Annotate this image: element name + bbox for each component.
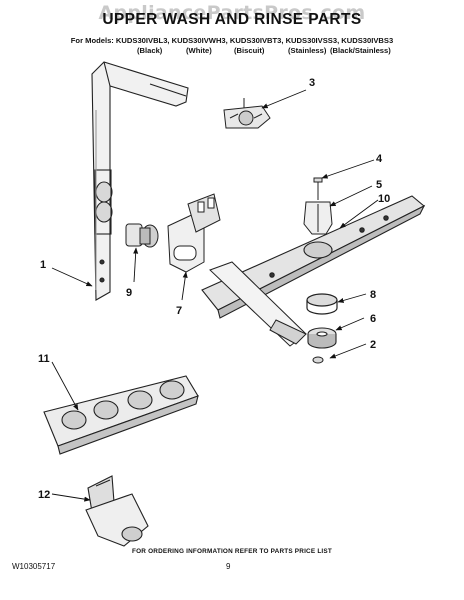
watermark: AppliancePartsPros.com (98, 2, 366, 24)
page-title: UPPER WASH AND RINSE PARTS (102, 11, 362, 28)
callout-7: 7 (176, 305, 182, 317)
spray-manifold-part (43, 375, 199, 455)
screw-part (313, 177, 323, 200)
washer-part (312, 356, 324, 364)
callout-10: 10 (378, 193, 390, 205)
leader-lines (51, 89, 379, 502)
callout-5: 5 (376, 179, 382, 191)
callout-6: 6 (370, 313, 376, 325)
models-line: For Models: KUDS30IVBL3, KUDS30IVWH3, KU… (70, 36, 394, 45)
spray-arm-part (201, 195, 426, 319)
finish-black: (Black) (137, 46, 163, 55)
finish-biscuit: (Biscuit) (234, 46, 265, 55)
ring-part (306, 293, 338, 315)
bearing-part (307, 327, 337, 349)
supply-tube-part (91, 61, 189, 301)
callout-1: 1 (40, 259, 46, 271)
finish-white: (White) (186, 46, 212, 55)
finish-black-stainless: (Black/Stainless) (330, 46, 391, 55)
callout-8: 8 (370, 289, 376, 301)
callout-3: 3 (309, 77, 315, 89)
bracket-part (167, 193, 221, 273)
callout-11: 11 (38, 353, 50, 365)
callout-4: 4 (376, 153, 383, 165)
page-number: 9 (226, 562, 231, 571)
document-number: W10305717 (12, 562, 56, 571)
feed-tube-part (209, 261, 307, 347)
clip-part (303, 201, 333, 235)
connector-part (125, 223, 159, 248)
callout-9: 9 (126, 287, 132, 299)
callout-2: 2 (370, 339, 376, 351)
callout-12: 12 (38, 489, 50, 501)
finish-stainless: (Stainless) (288, 46, 327, 55)
valve-part (85, 475, 149, 547)
ordering-note: FOR ORDERING INFORMATION REFER TO PARTS … (132, 548, 332, 555)
fitting-part (223, 98, 271, 129)
